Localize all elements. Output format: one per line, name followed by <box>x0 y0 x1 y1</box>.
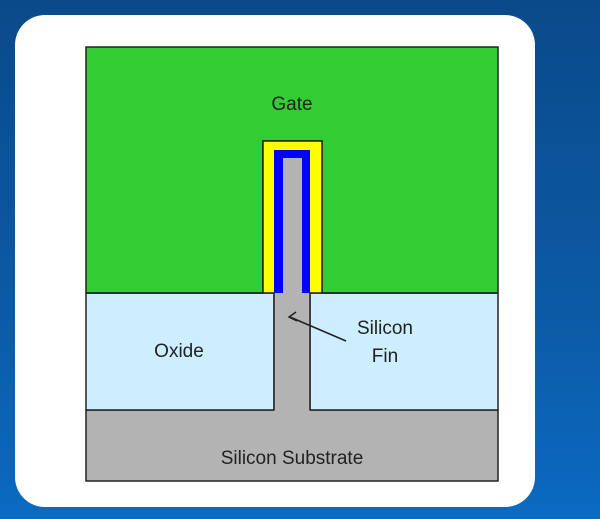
silicon-fin-top <box>283 158 302 294</box>
arrow-head-icon <box>287 311 298 322</box>
oxide-left <box>85 292 275 411</box>
fin-pointer-arrow <box>289 316 347 342</box>
silicon-fin-label-line2: Fin <box>372 346 398 367</box>
silicon-substrate <box>85 409 499 482</box>
dielectric-outline <box>262 140 323 293</box>
oxide-right <box>309 292 499 411</box>
silicon-substrate-label: Silicon Substrate <box>221 448 364 469</box>
gate-dielectric <box>263 141 322 293</box>
oxide-label: Oxide <box>154 341 204 362</box>
gate-label: Gate <box>271 94 312 115</box>
silicon-fin-label-line1: Silicon <box>357 318 413 339</box>
silicon-fin-base <box>274 293 310 411</box>
